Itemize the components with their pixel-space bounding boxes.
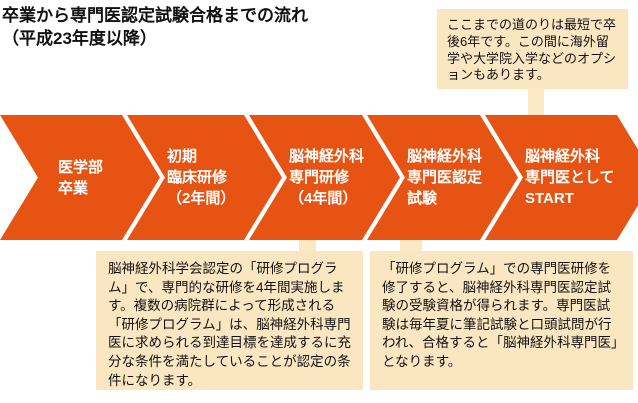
page-title: 卒業から専門医認定試験合格までの流れ （平成23年度以降） <box>2 4 308 50</box>
note-certification-exam: 「研修プログラム」での専門医研修を修了すると、脳神経外科専門医認定試験の受験資格… <box>370 251 633 390</box>
page-title-line1: 卒業から専門医認定試験合格までの流れ <box>2 6 308 25</box>
flow-step-label: 脳神経外科 専門研修 （4年間） <box>289 148 365 207</box>
flow-step-label: 初期 臨床研修 （2年間） <box>167 148 236 207</box>
flow-step-label: 脳神経外科 専門医として START <box>525 148 615 207</box>
flow-step-specialist-start: 脳神経外科 専門医として START <box>485 115 638 240</box>
note-training-program: 脳神経外科学会認定の「研修プログラム」で、専門的な研修を4年間実施します。複数の… <box>96 251 363 390</box>
page-title-line2: （平成23年度以降） <box>2 29 157 48</box>
exam-note-connector <box>400 239 422 252</box>
flow-arrows: 医学部 卒業 初期 臨床研修 （2年間） 脳神経外科 専門研修 （4年間） 脳神… <box>0 115 638 240</box>
flow-step-label: 医学部 卒業 <box>58 158 104 197</box>
callout-connector <box>528 87 544 117</box>
callout-text: ここまでの道のりは最短で卒後6年です。この間に海外留学や大学院入学などのオプショ… <box>447 17 617 83</box>
note-training-text: 脳神経外科学会認定の「研修プログラム」で、専門的な研修を4年間実施します。複数の… <box>108 261 351 388</box>
flow-step-label: 脳神経外科 専門医認定 試験 <box>407 148 483 207</box>
callout-box: ここまでの道のりは最短で卒後6年です。この間に海外留学や大学院入学などのオプショ… <box>437 9 628 89</box>
flow-step-graduation: 医学部 卒業 <box>0 115 160 240</box>
note-exam-text: 「研修プログラム」での専門医研修を修了すると、脳神経外科専門医認定試験の受験資格… <box>382 261 618 369</box>
training-note-connector <box>299 239 316 252</box>
